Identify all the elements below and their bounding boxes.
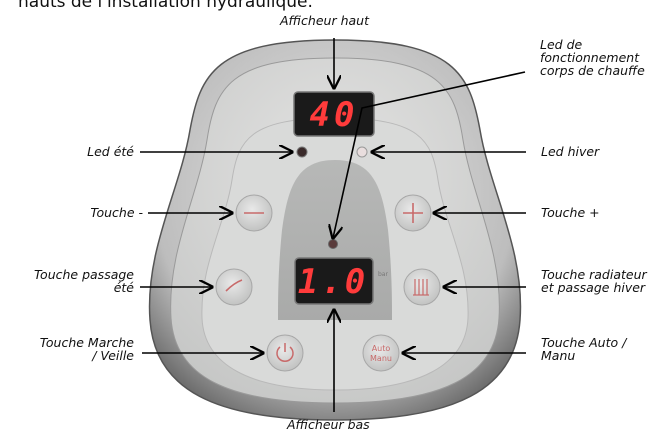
label-led-fonctionnement-line3: corps de chauffe <box>540 64 645 77</box>
label-afficheur-haut: Afficheur haut <box>280 14 369 27</box>
label-afficheur-bas: Afficheur bas <box>287 418 370 431</box>
label-touche-marche-line2: / Veille <box>40 349 134 362</box>
top-display-value: 40 <box>310 95 359 135</box>
label-touche-marche: Touche Marche / Veille <box>40 336 134 362</box>
label-led-fonctionnement: Led de fonctionnement corps de chauffe <box>540 38 645 77</box>
label-touche-radiateur-line2: et passage hiver <box>541 281 647 294</box>
label-touche-plus: Touche + <box>541 206 600 219</box>
label-led-ete: Led été <box>87 145 134 158</box>
button-plus[interactable] <box>395 195 431 231</box>
bottom-display-value: 1.0 <box>298 262 368 302</box>
svg-text:Auto: Auto <box>372 344 391 353</box>
label-touche-passage-ete: Touche passage été <box>34 268 134 294</box>
label-touche-auto: Touche Auto / Manu <box>541 336 626 362</box>
label-led-hiver: Led hiver <box>541 145 599 158</box>
led-fonctionnement <box>329 240 338 249</box>
label-touche-radiateur: Touche radiateur et passage hiver <box>541 268 647 294</box>
svg-text:Manu: Manu <box>370 354 392 363</box>
led-hiver <box>357 147 367 157</box>
label-touche-moins: Touche - <box>90 206 143 219</box>
label-touche-passage-ete-line2: été <box>34 281 134 294</box>
led-ete <box>297 147 307 157</box>
button-moins[interactable] <box>236 195 272 231</box>
button-radiateur[interactable] <box>404 269 440 305</box>
button-auto-manu[interactable]: Auto Manu <box>363 335 399 371</box>
button-passage-ete[interactable] <box>216 269 252 305</box>
bottom-display-unit: bar <box>378 271 388 278</box>
button-marche-veille[interactable] <box>267 335 303 371</box>
label-touche-auto-line2: Manu <box>541 349 626 362</box>
